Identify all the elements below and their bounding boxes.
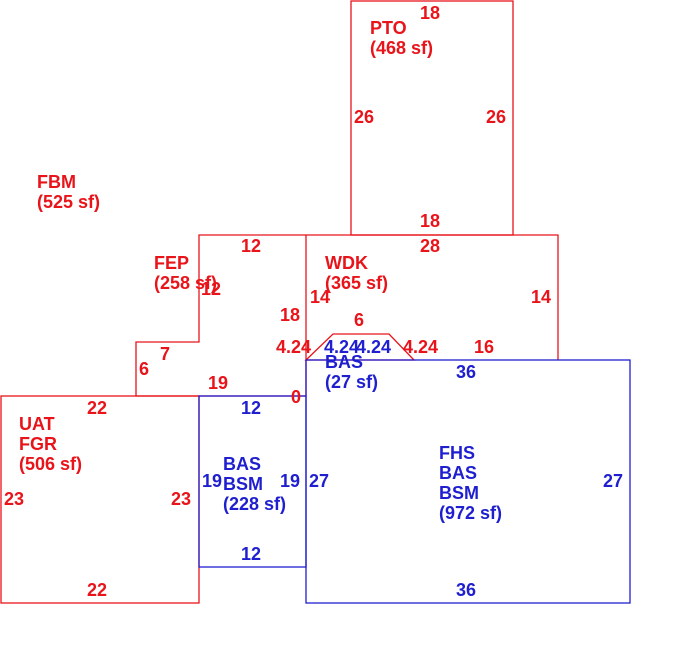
area-label-fep: FEP (258 sf) (154, 253, 218, 293)
dim-pto-right: 26 (486, 107, 507, 127)
dim-bas-right: 19 (280, 471, 301, 491)
dim-bas-top: 12 (241, 398, 262, 418)
wdk-outline (305, 234, 559, 396)
dim-wdk-diag-right: 4.24 (403, 337, 439, 357)
dim-uat-top: 22 (87, 398, 108, 418)
area-label-bas-bsm: BAS BSM (228 sf) (223, 454, 287, 514)
dim-wdk-bottom: 16 (474, 337, 495, 357)
dim-bas-left: 19 (202, 471, 223, 491)
area-label-bas-small: BAS (27 sf) (325, 352, 379, 392)
area-label-fbm: FBM (525 sf) (37, 172, 101, 212)
fhs-bas-bsm-outline (305, 359, 631, 604)
dim-fep-top: 12 (241, 236, 262, 256)
dim-pto-bottom: 18 (420, 211, 441, 231)
dim-pto-left: 26 (354, 107, 375, 127)
dim-wdk-top: 28 (420, 236, 441, 256)
dim-uat-left: 23 (4, 489, 25, 509)
area-label-wdk: WDK (365 sf) (325, 253, 389, 293)
dim-fhs-left: 27 (309, 471, 330, 491)
area-label-uat-fgr: UAT FGR (506 sf) (19, 414, 83, 474)
dim-bay-diag-left: 4.24 (324, 337, 360, 357)
dim-fep-inner: 12 (201, 279, 222, 299)
dim-fhs-right: 27 (603, 471, 624, 491)
dim-fep-step: 7 (160, 344, 171, 364)
dim-fhs-top: 36 (456, 362, 477, 382)
dim-wdk-diag-left: 4.24 (276, 337, 312, 357)
area-label-fhs-bas-bsm: FHS BAS BSM (972 sf) (439, 443, 503, 523)
dim-uat-right: 23 (171, 489, 192, 509)
dim-wdk-right: 14 (531, 287, 552, 307)
dim-wdk-notch: 6 (354, 310, 365, 330)
dim-fhs-bottom: 36 (456, 580, 477, 600)
dim-pto-top: 18 (420, 3, 441, 23)
dim-bay-diag-right: 4.24 (356, 337, 392, 357)
dim-uat-bottom: 22 (87, 580, 108, 600)
dim-fep-right: 18 (280, 305, 301, 325)
area-label-pto: PTO (468 sf) (370, 18, 434, 58)
dim-fep-bottom: 19 (208, 373, 229, 393)
dim-wdk-left: 14 (310, 287, 331, 307)
dim-fep-left: 6 (139, 359, 150, 379)
dim-zero: 0 (291, 387, 302, 407)
dim-bas-bottom: 12 (241, 544, 262, 564)
